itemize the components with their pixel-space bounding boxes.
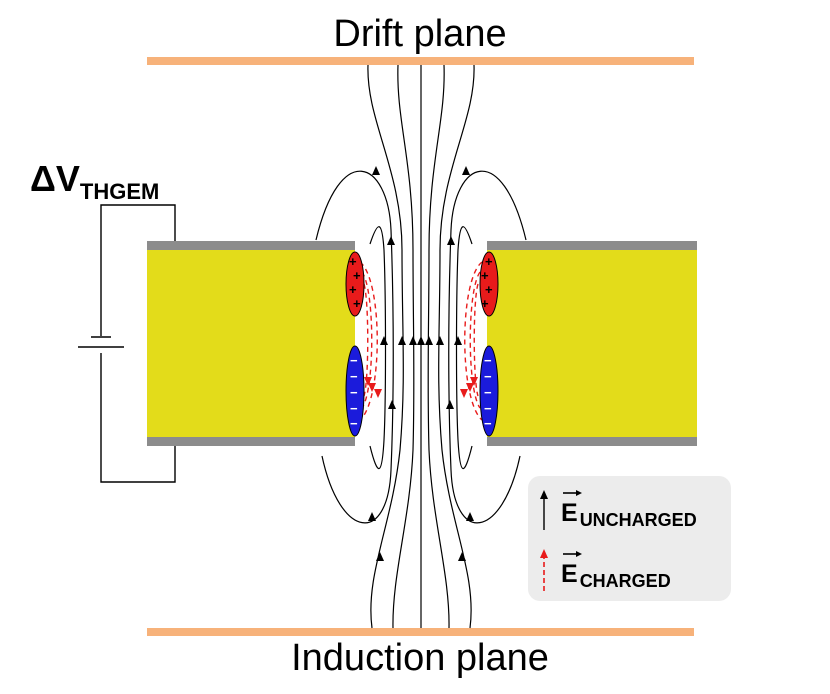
charged-arrowhead-icon xyxy=(540,549,548,558)
minus-symbol: − xyxy=(350,369,358,384)
legend-uncharged-sub: UNCHARGED xyxy=(580,510,697,530)
field-loop-left-inner xyxy=(369,226,387,470)
charged-line-right-3 xyxy=(473,283,479,397)
charged-vector-arrowhead xyxy=(576,551,582,557)
arrowhead xyxy=(372,166,380,175)
arrowhead-red xyxy=(368,383,376,392)
arrowhead-red xyxy=(374,389,382,398)
arrowhead xyxy=(462,166,470,175)
arrowhead xyxy=(447,236,455,245)
minus-symbol: − xyxy=(350,385,358,400)
voltage-label-sub: THGEM xyxy=(80,179,159,204)
top-electrode-left xyxy=(147,241,355,250)
uncharged-arrowhead-icon xyxy=(540,490,548,499)
plus-symbol: + xyxy=(349,282,357,297)
legend-uncharged-main: E xyxy=(561,499,578,527)
arrowhead-red xyxy=(470,377,478,386)
arrowhead xyxy=(380,336,388,345)
uncharged-field-arrows xyxy=(368,166,474,561)
arrowhead-red xyxy=(364,377,372,386)
minus-symbol: − xyxy=(350,353,358,368)
arrowhead-red xyxy=(466,383,474,392)
minus-symbol: − xyxy=(484,401,492,416)
field-line-right-1 xyxy=(438,64,475,629)
charged-field-lines xyxy=(359,261,483,421)
positive-charge-left: + + + + xyxy=(345,251,365,317)
negative-charge-ellipse xyxy=(479,345,499,437)
legend-charged-main: E xyxy=(561,560,578,588)
arrowhead xyxy=(398,336,406,345)
arrowhead xyxy=(458,552,466,561)
dielectric-right xyxy=(487,249,697,437)
legend-charged-sub: CHARGED xyxy=(580,571,671,591)
top-electrode-right xyxy=(487,241,697,250)
field-loop-right-outer xyxy=(448,170,527,524)
arrowhead xyxy=(436,336,444,345)
positive-charge-ellipse xyxy=(479,251,499,317)
plus-symbol: + xyxy=(353,296,361,311)
field-loop-right-inner xyxy=(455,226,473,470)
field-loop-left-outer xyxy=(315,170,394,524)
drift-plane xyxy=(147,57,694,65)
positive-charge-ellipse xyxy=(345,251,365,317)
arrowhead xyxy=(446,400,454,409)
arrowhead xyxy=(388,400,396,409)
field-line-right-2 xyxy=(427,64,450,629)
minus-symbol: − xyxy=(350,401,358,416)
thgem-left xyxy=(147,241,355,446)
field-line-left-2 xyxy=(392,64,415,629)
charged-field-arrows xyxy=(364,377,478,398)
arrowhead-red xyxy=(460,389,468,398)
plus-symbol: + xyxy=(481,296,489,311)
bottom-electrode-left xyxy=(147,437,355,446)
minus-symbol: − xyxy=(350,416,358,431)
arrowhead xyxy=(368,512,376,521)
plus-symbol: + xyxy=(353,268,361,283)
minus-symbol: − xyxy=(484,369,492,384)
charged-line-left-3 xyxy=(363,283,369,397)
charged-line-left-1 xyxy=(359,261,378,421)
circuit-wire xyxy=(100,204,176,483)
induction-plane-label: Induction plane xyxy=(291,637,549,679)
plus-symbol: + xyxy=(485,254,493,269)
negative-charge-left: − − − − − xyxy=(345,345,365,437)
drift-plane-label: Drift plane xyxy=(333,13,506,55)
arrowhead xyxy=(376,552,384,561)
voltage-label-main: ΔV xyxy=(30,158,80,199)
arrowhead xyxy=(417,336,425,345)
field-line-left-1 xyxy=(367,64,404,629)
arrowhead xyxy=(409,336,417,345)
uncharged-field-lines xyxy=(315,64,527,629)
plus-symbol: + xyxy=(485,282,493,297)
arrowhead xyxy=(454,336,462,345)
voltage-label: ΔVTHGEM xyxy=(30,158,159,204)
positive-charge-right: + + + + xyxy=(479,251,499,317)
minus-symbol: − xyxy=(484,416,492,431)
dielectric-left xyxy=(147,249,355,437)
plus-symbol: + xyxy=(349,254,357,269)
uncharged-vector-arrowhead xyxy=(576,490,582,496)
minus-symbol: − xyxy=(484,385,492,400)
arrowhead xyxy=(466,512,474,521)
charged-line-left-2 xyxy=(361,271,373,409)
negative-charge-ellipse xyxy=(345,345,365,437)
charged-line-right-1 xyxy=(464,261,483,421)
legend-box xyxy=(528,476,731,601)
induction-plane xyxy=(147,628,694,636)
thgem-right xyxy=(487,241,697,446)
voltage-circuit xyxy=(78,204,176,483)
bottom-electrode-right xyxy=(487,437,697,446)
negative-charge-right: − − − − − xyxy=(479,345,499,437)
arrowhead xyxy=(425,336,433,345)
arrowhead xyxy=(387,236,395,245)
minus-symbol: − xyxy=(484,353,492,368)
plus-symbol: + xyxy=(481,268,489,283)
charged-line-right-2 xyxy=(469,271,481,409)
